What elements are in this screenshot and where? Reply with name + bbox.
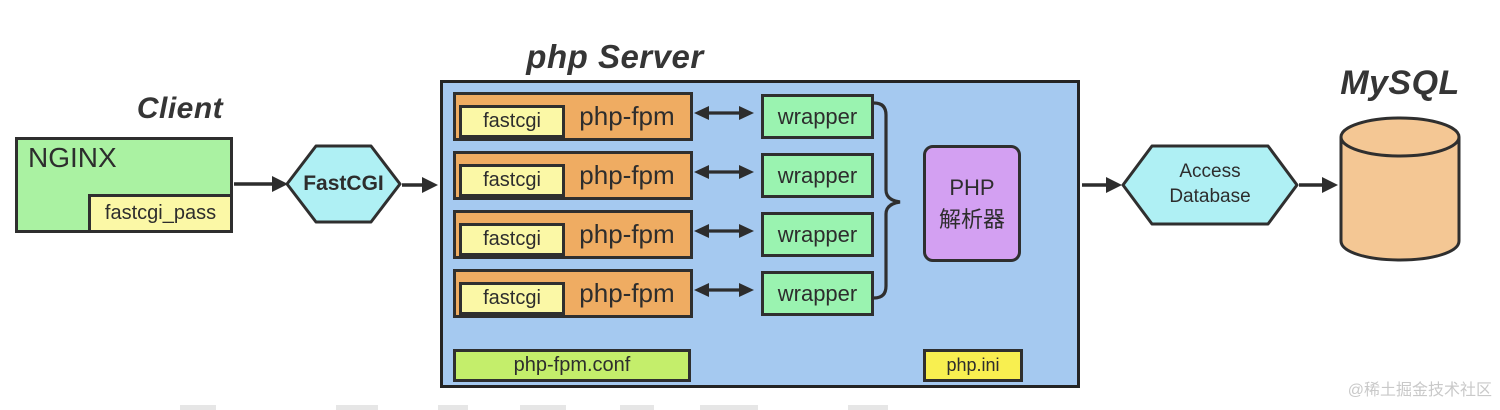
fastcgi-pass-label: fastcgi_pass [104,202,217,224]
wrapper-label: wrapper [777,162,858,188]
watermark: @稀土掘金技术社区 [1347,382,1492,399]
php-fpm-node: fastcgi php-fpm [453,92,693,141]
wrapper-node: wrapper [761,212,874,257]
php-parser-line2: 解析器 [938,206,1005,232]
php-fpm-label: php-fpm [579,160,675,190]
access-label-line2: Database [1169,186,1251,207]
wrapper-label: wrapper [777,103,858,129]
php-fpm-label: php-fpm [579,278,675,308]
php-ini-node: php.ini [923,349,1023,382]
arrow-access-to-mysql [1299,177,1338,193]
php-fpm-label: php-fpm [579,101,675,131]
wrapper-label: wrapper [777,221,858,247]
mysql-cylinder [1339,116,1461,262]
php-fpm-node: fastcgi php-fpm [453,269,693,318]
nginx-label: NGINX [28,142,117,173]
fastcgi-hexagon-label: FastCGI [303,172,384,195]
fastcgi-module-node: fastcgi [459,282,565,315]
arrow-nginx-to-fastcgi [234,176,288,192]
wrapper-node: wrapper [761,153,874,198]
php-fpm-conf-label: php-fpm.conf [513,354,631,376]
fastcgi-module-node: fastcgi [459,164,565,197]
fastcgi-module-label: fastcgi [483,228,541,250]
php-fpm-conf-node: php-fpm.conf [453,349,691,382]
php-fpm-node: fastcgi php-fpm [453,151,693,200]
wrapper-node: wrapper [761,94,874,139]
cropped-dash-artifacts [0,405,1500,410]
php-fpm-node: fastcgi php-fpm [453,210,693,259]
fastcgi-module-node: fastcgi [459,105,565,138]
fastcgi-module-node: fastcgi [459,223,565,256]
fastcgi-module-label: fastcgi [483,169,541,191]
wrapper-node: wrapper [761,271,874,316]
php-parser-line1: PHP [949,174,995,200]
php-fpm-label: php-fpm [579,219,675,249]
fastcgi-pass-node: fastcgi_pass [88,194,233,233]
php-parser-node: PHP 解析器 [923,145,1021,262]
arrow-server-to-access [1082,177,1122,193]
access-database-hexagon-label: Access Database [1123,146,1297,224]
php-ini-label: php.ini [946,355,1000,375]
wrapper-label: wrapper [777,280,858,306]
client-title: Client [136,92,224,125]
fastcgi-module-label: fastcgi [483,287,541,309]
fastcgi-module-label: fastcgi [483,110,541,132]
mysql-title: MySQL [1340,64,1460,102]
php-server-panel: fastcgi php-fpm wrapper fastcgi php-fpm … [440,80,1080,388]
access-label-line1: Access [1179,161,1241,183]
php-server-title: php Server [526,38,704,75]
arrow-fastcgi-to-server [402,177,438,193]
